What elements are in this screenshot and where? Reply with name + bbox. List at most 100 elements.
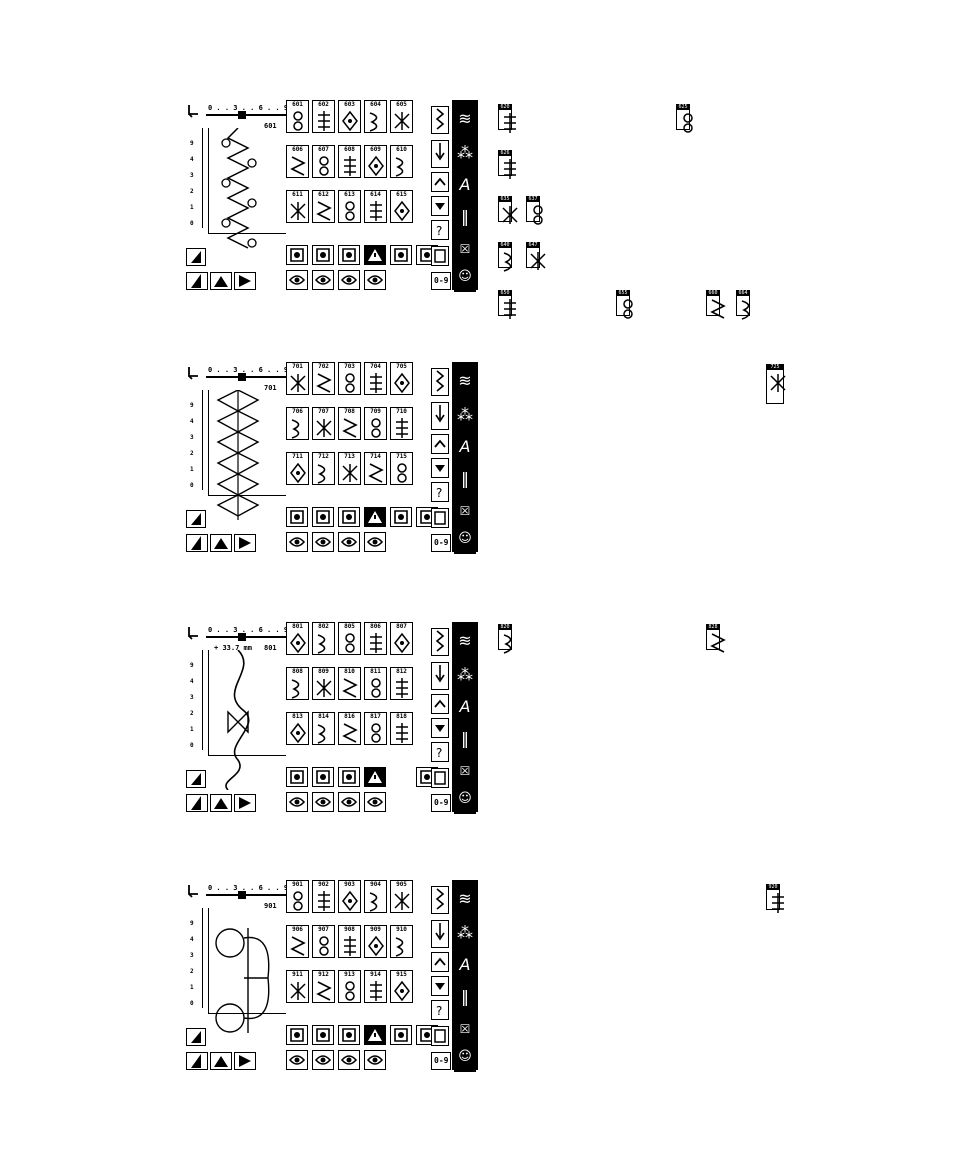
needle-position-button[interactable] [186,1052,208,1070]
eye-icon[interactable] [286,792,308,812]
help-button[interactable]: ? [431,482,449,502]
scroll-down-button[interactable] [431,976,449,996]
memory-file-button[interactable] [431,1026,449,1046]
stitch-cell[interactable]: 710 [390,407,413,440]
help-button[interactable]: ? [431,220,449,240]
stitch-cell[interactable]: 814 [312,712,335,745]
ruler-slider[interactable] [238,111,246,119]
ruler-slider[interactable] [238,633,246,641]
stitch-type-button[interactable] [431,368,449,396]
bobbin-icon[interactable] [312,507,334,527]
buttonhole-tab[interactable]: ‖ [454,202,476,232]
needle-stop-button[interactable] [431,402,449,430]
needle-position-button[interactable] [186,272,208,290]
tension-icon[interactable] [312,270,334,290]
mirror-button[interactable] [234,272,256,290]
stitch-cell[interactable]: 904 [364,880,387,913]
memory-m-icon[interactable] [338,792,360,812]
stitch-cell[interactable]: 702 [312,362,335,395]
memory-file-button[interactable] [431,246,449,266]
stitch-cell[interactable]: 704 [364,362,387,395]
stitch-type-button[interactable] [431,886,449,914]
practical-stitches-tab[interactable]: ≋ [454,104,476,134]
stitch-cell[interactable]: 807 [390,622,413,655]
eye-icon[interactable] [286,532,308,552]
needle-icon[interactable] [286,767,308,787]
pattern-start-icon[interactable] [338,507,360,527]
stitch-cell[interactable]: 805 [338,622,361,655]
stitch-cell[interactable]: 714 [364,452,387,485]
stitch-cell[interactable]: 908 [338,925,361,958]
buttonhole-tab[interactable]: ‖ [454,982,476,1012]
needle-position-button[interactable] [186,794,208,812]
stitch-cell[interactable]: 605 [390,100,413,133]
tension-icon[interactable] [312,532,334,552]
stitch-length-button[interactable] [186,1028,206,1046]
stitch-cell[interactable]: 808 [286,667,309,700]
stitch-cell[interactable]: 706 [286,407,309,440]
memory-tab[interactable]: ☒ [454,756,476,786]
tension-icon[interactable] [312,792,334,812]
balance-button[interactable] [210,534,232,552]
alphabet-tab[interactable]: A [454,950,476,980]
stitch-cell[interactable]: 604 [364,100,387,133]
ruler-slider[interactable] [238,891,246,899]
stitch-cell[interactable]: 801 [286,622,309,655]
range-button[interactable]: 0-9 [431,1052,451,1070]
stitch-cell[interactable]: 903 [338,880,361,913]
quilt-stitches-tab[interactable]: ⁂ [454,918,476,948]
stitch-cell[interactable]: 715 [390,452,413,485]
stitch-type-button[interactable] [431,106,449,134]
stitch-length-button[interactable] [186,248,206,266]
globe-icon[interactable] [364,1050,386,1070]
stitch-cell[interactable]: 812 [390,667,413,700]
globe-icon[interactable] [364,792,386,812]
warning-icon[interactable] [364,245,386,265]
pattern-start-icon[interactable] [338,767,360,787]
presser-foot-icon[interactable] [186,366,200,380]
needle-icon[interactable] [286,1025,308,1045]
quilt-stitches-tab[interactable]: ⁂ [454,660,476,690]
stitch-cell[interactable]: 611 [286,190,309,223]
stitch-length-button[interactable] [186,510,206,528]
scroll-up-button[interactable] [431,952,449,972]
stitch-cell[interactable]: 810 [338,667,361,700]
pattern-start-icon[interactable] [338,1025,360,1045]
mirror-button[interactable] [234,534,256,552]
stitch-cell[interactable]: 817 [364,712,387,745]
memory-file-button[interactable] [431,768,449,788]
stitch-cell[interactable]: 915 [390,970,413,1003]
help-button[interactable]: ? [431,742,449,762]
memory-m-icon[interactable] [338,532,360,552]
presser-foot-icon[interactable] [186,884,200,898]
stitch-cell[interactable]: 608 [338,145,361,178]
quilt-stitches-tab[interactable]: ⁂ [454,138,476,168]
scroll-down-button[interactable] [431,458,449,478]
memory-m-icon[interactable] [338,270,360,290]
range-button[interactable]: 0-9 [431,272,451,290]
stitch-cell[interactable]: 709 [364,407,387,440]
needle-icon[interactable] [286,507,308,527]
tension-icon[interactable] [312,1050,334,1070]
stitch-cell[interactable]: 614 [364,190,387,223]
stitch-cell[interactable]: 907 [312,925,335,958]
stitch-cell[interactable]: 901 [286,880,309,913]
foot-icon[interactable] [390,245,412,265]
scroll-up-button[interactable] [431,694,449,714]
stitch-cell[interactable]: 602 [312,100,335,133]
buttonhole-tab[interactable]: ‖ [454,724,476,754]
warning-icon[interactable] [364,1025,386,1045]
stitch-cell[interactable]: 910 [390,925,413,958]
stitch-cell[interactable]: 802 [312,622,335,655]
practical-stitches-tab[interactable]: ≋ [454,366,476,396]
stitch-cell[interactable]: 913 [338,970,361,1003]
help-button[interactable]: ? [431,1000,449,1020]
presser-foot-icon[interactable] [186,104,200,118]
stitch-cell[interactable]: 818 [390,712,413,745]
memory-tab[interactable]: ☒ [454,496,476,526]
stitch-cell[interactable]: 601 [286,100,309,133]
memory-tab[interactable]: ☒ [454,234,476,264]
scroll-up-button[interactable] [431,172,449,192]
stitch-cell[interactable]: 806 [364,622,387,655]
warning-icon[interactable] [364,767,386,787]
